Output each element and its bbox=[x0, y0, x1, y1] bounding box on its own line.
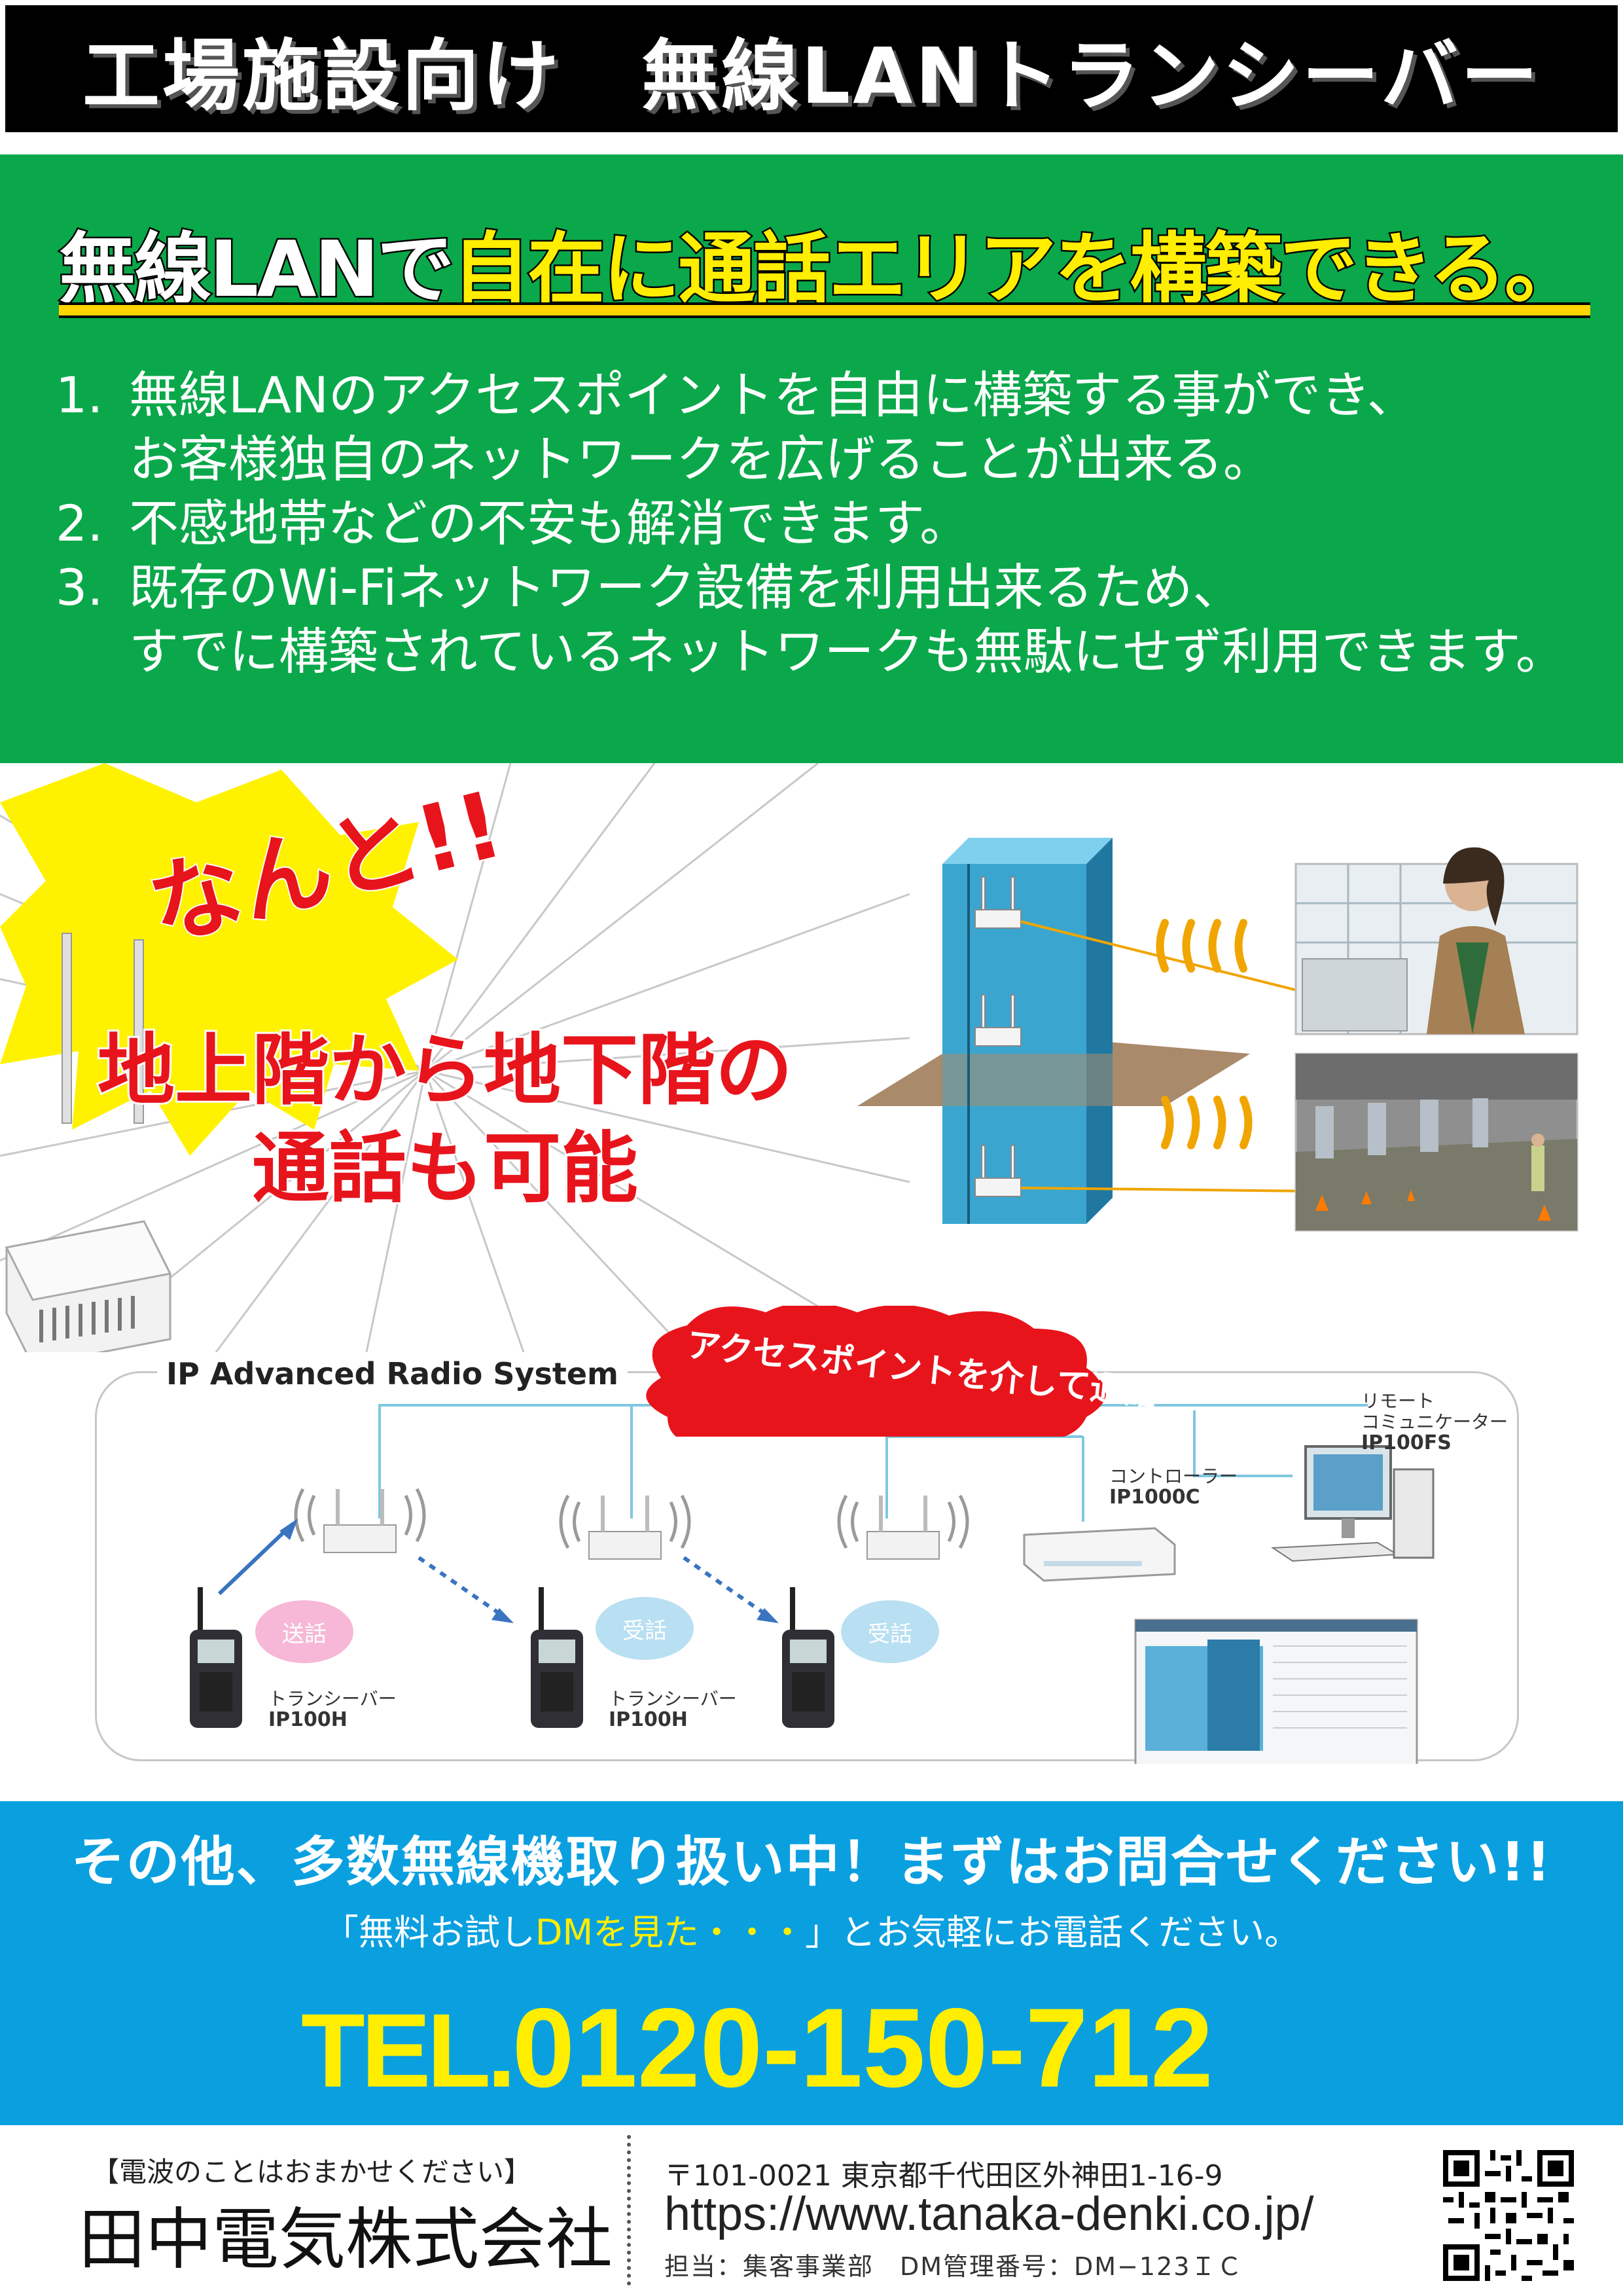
transmit-arrows bbox=[217, 1518, 779, 1623]
headline-part2: 自在に通話エリアを構築できる。 bbox=[451, 223, 1584, 316]
receive-bubble: 受話 bbox=[841, 1600, 939, 1663]
callout-line-1: 地上階から地下階の bbox=[96, 1023, 794, 1117]
cta-subtext: 「無料お試しDMを見た・・・」とお気軽にお電話ください。 bbox=[0, 1903, 1623, 1955]
access-point-device bbox=[5, 933, 172, 1352]
company-name: 田中電気株式会社 bbox=[79, 2201, 613, 2279]
send-bubble: 送話 bbox=[255, 1600, 353, 1663]
feature-item-3: 3. 既存のWi-Fiネットワーク設備を利用出来るため、 すでに構築されているネ… bbox=[56, 556, 1613, 684]
office-scene bbox=[1294, 847, 1578, 1035]
feature-text: すでに構築されているネットワークも無駄にせず利用できます。 bbox=[129, 622, 1565, 681]
parking-garage-scene bbox=[1294, 1052, 1578, 1232]
feature-number: 1. bbox=[56, 366, 103, 424]
transceiver-handsets bbox=[190, 1587, 834, 1728]
receive-bubble: 受話 bbox=[596, 1597, 694, 1660]
transceiver-name: トランシーバー bbox=[268, 1688, 397, 1710]
feature-item-1: 1. 無線LANのアクセスポイントを自由に構築する事ができ、 お客様独自のネット… bbox=[56, 363, 1613, 492]
network-diagram bbox=[190, 1404, 1435, 1764]
controller-model: IP1000C bbox=[1109, 1486, 1200, 1509]
diagram-title: IP Advanced Radio System bbox=[157, 1356, 628, 1391]
feature-text: 既存のWi-Fiネットワーク設備を利用出来るため、 bbox=[129, 558, 1243, 617]
cta-sub-post: 」とお気軽にお電話ください。 bbox=[805, 1912, 1300, 1953]
transceiver-model: IP100H bbox=[268, 1708, 348, 1731]
feature-number: 2. bbox=[56, 494, 103, 552]
transceiver-label: トランシーバー IP100H bbox=[609, 1689, 737, 1731]
remote-model: IP100FS bbox=[1361, 1431, 1452, 1454]
feature-text: 不感地帯などの不安も解消できます。 bbox=[129, 494, 970, 552]
remote-label-line-1: リモート bbox=[1361, 1390, 1435, 1412]
transceiver-label: トランシーバー IP100H bbox=[268, 1689, 397, 1731]
feature-item-2: 2. 不感地帯などの不安も解消できます。 bbox=[56, 492, 1613, 556]
speech-cloud-shape bbox=[646, 1306, 1106, 1437]
cta-headline: その他、多数無線機取り扱い中！まずはお問合せください!! bbox=[71, 1831, 1552, 1893]
controller-device bbox=[1023, 1527, 1176, 1582]
feature-text: 無線LANのアクセスポイントを自由に構築する事ができ、 bbox=[129, 366, 1417, 424]
controller-label: コントローラー IP1000C bbox=[1109, 1466, 1238, 1508]
feature-list: 1. 無線LANのアクセスポイントを自由に構築する事ができ、 お客様独自のネット… bbox=[56, 363, 1613, 684]
radio-waves bbox=[1156, 919, 1253, 1149]
headline-underline bbox=[59, 302, 1590, 318]
website-link[interactable]: https://www.tanaka-denki.co.jp/ bbox=[664, 2188, 1314, 2240]
feature-number: 3. bbox=[56, 558, 103, 617]
starburst-shape bbox=[0, 763, 458, 1156]
transceiver-name: トランシーバー bbox=[609, 1688, 737, 1710]
footer-divider bbox=[627, 2135, 631, 2286]
headline-part1: 無線LANで bbox=[57, 223, 455, 316]
ceiling-access-points bbox=[974, 876, 1022, 1197]
header-bar bbox=[5, 5, 1618, 132]
controller-name: コントローラー bbox=[1109, 1465, 1238, 1487]
qr-code-icon[interactable] bbox=[1443, 2150, 1574, 2281]
speed-lines-illustration bbox=[0, 763, 910, 1352]
access-point-units bbox=[294, 1488, 969, 1560]
remote-label-line-2: コミュニケーター bbox=[1361, 1411, 1508, 1433]
page-title: 工場施設向け 無線LANトランシーバー bbox=[82, 30, 1541, 121]
company-tagline: 【電波のことはおまかせください】 bbox=[92, 2156, 532, 2188]
tel-prefix: TEL. bbox=[301, 1992, 516, 2109]
cta-sub-highlight: DMを見た・・・ bbox=[535, 1912, 806, 1953]
cta-sub-pre: 「無料お試し bbox=[323, 1912, 535, 1953]
remote-communicator-label: リモート コミュニケーター IP100FS bbox=[1361, 1391, 1508, 1454]
contact-info: 担当：集客事業部 DM管理番号：DM−123ＩＣ bbox=[664, 2252, 1243, 2281]
phone-number[interactable]: TEL.0120-150-712 bbox=[301, 1983, 1348, 2113]
company-address: 〒101-0021 東京都千代田区外神田1-16-9 bbox=[664, 2159, 1223, 2193]
remote-communicator-pc bbox=[1270, 1445, 1435, 1562]
feature-text: お客様独自のネットワークを広げることが出来る。 bbox=[129, 430, 1273, 488]
main-headline: 無線LANで自在に通話エリアを構築できる。 bbox=[57, 206, 1597, 317]
cta-section bbox=[0, 1801, 1623, 2125]
transceiver-model: IP100H bbox=[609, 1708, 688, 1731]
features-section bbox=[0, 154, 1623, 763]
callout-line-2: 通話も可能 bbox=[250, 1121, 640, 1215]
tel-number[interactable]: 0120-150-712 bbox=[512, 1985, 1213, 2111]
floor-call-callout: 地上階から地下階の 通話も可能 bbox=[20, 1021, 870, 1217]
building-illustration bbox=[857, 838, 1578, 1232]
software-screenshot bbox=[1134, 1619, 1418, 1764]
